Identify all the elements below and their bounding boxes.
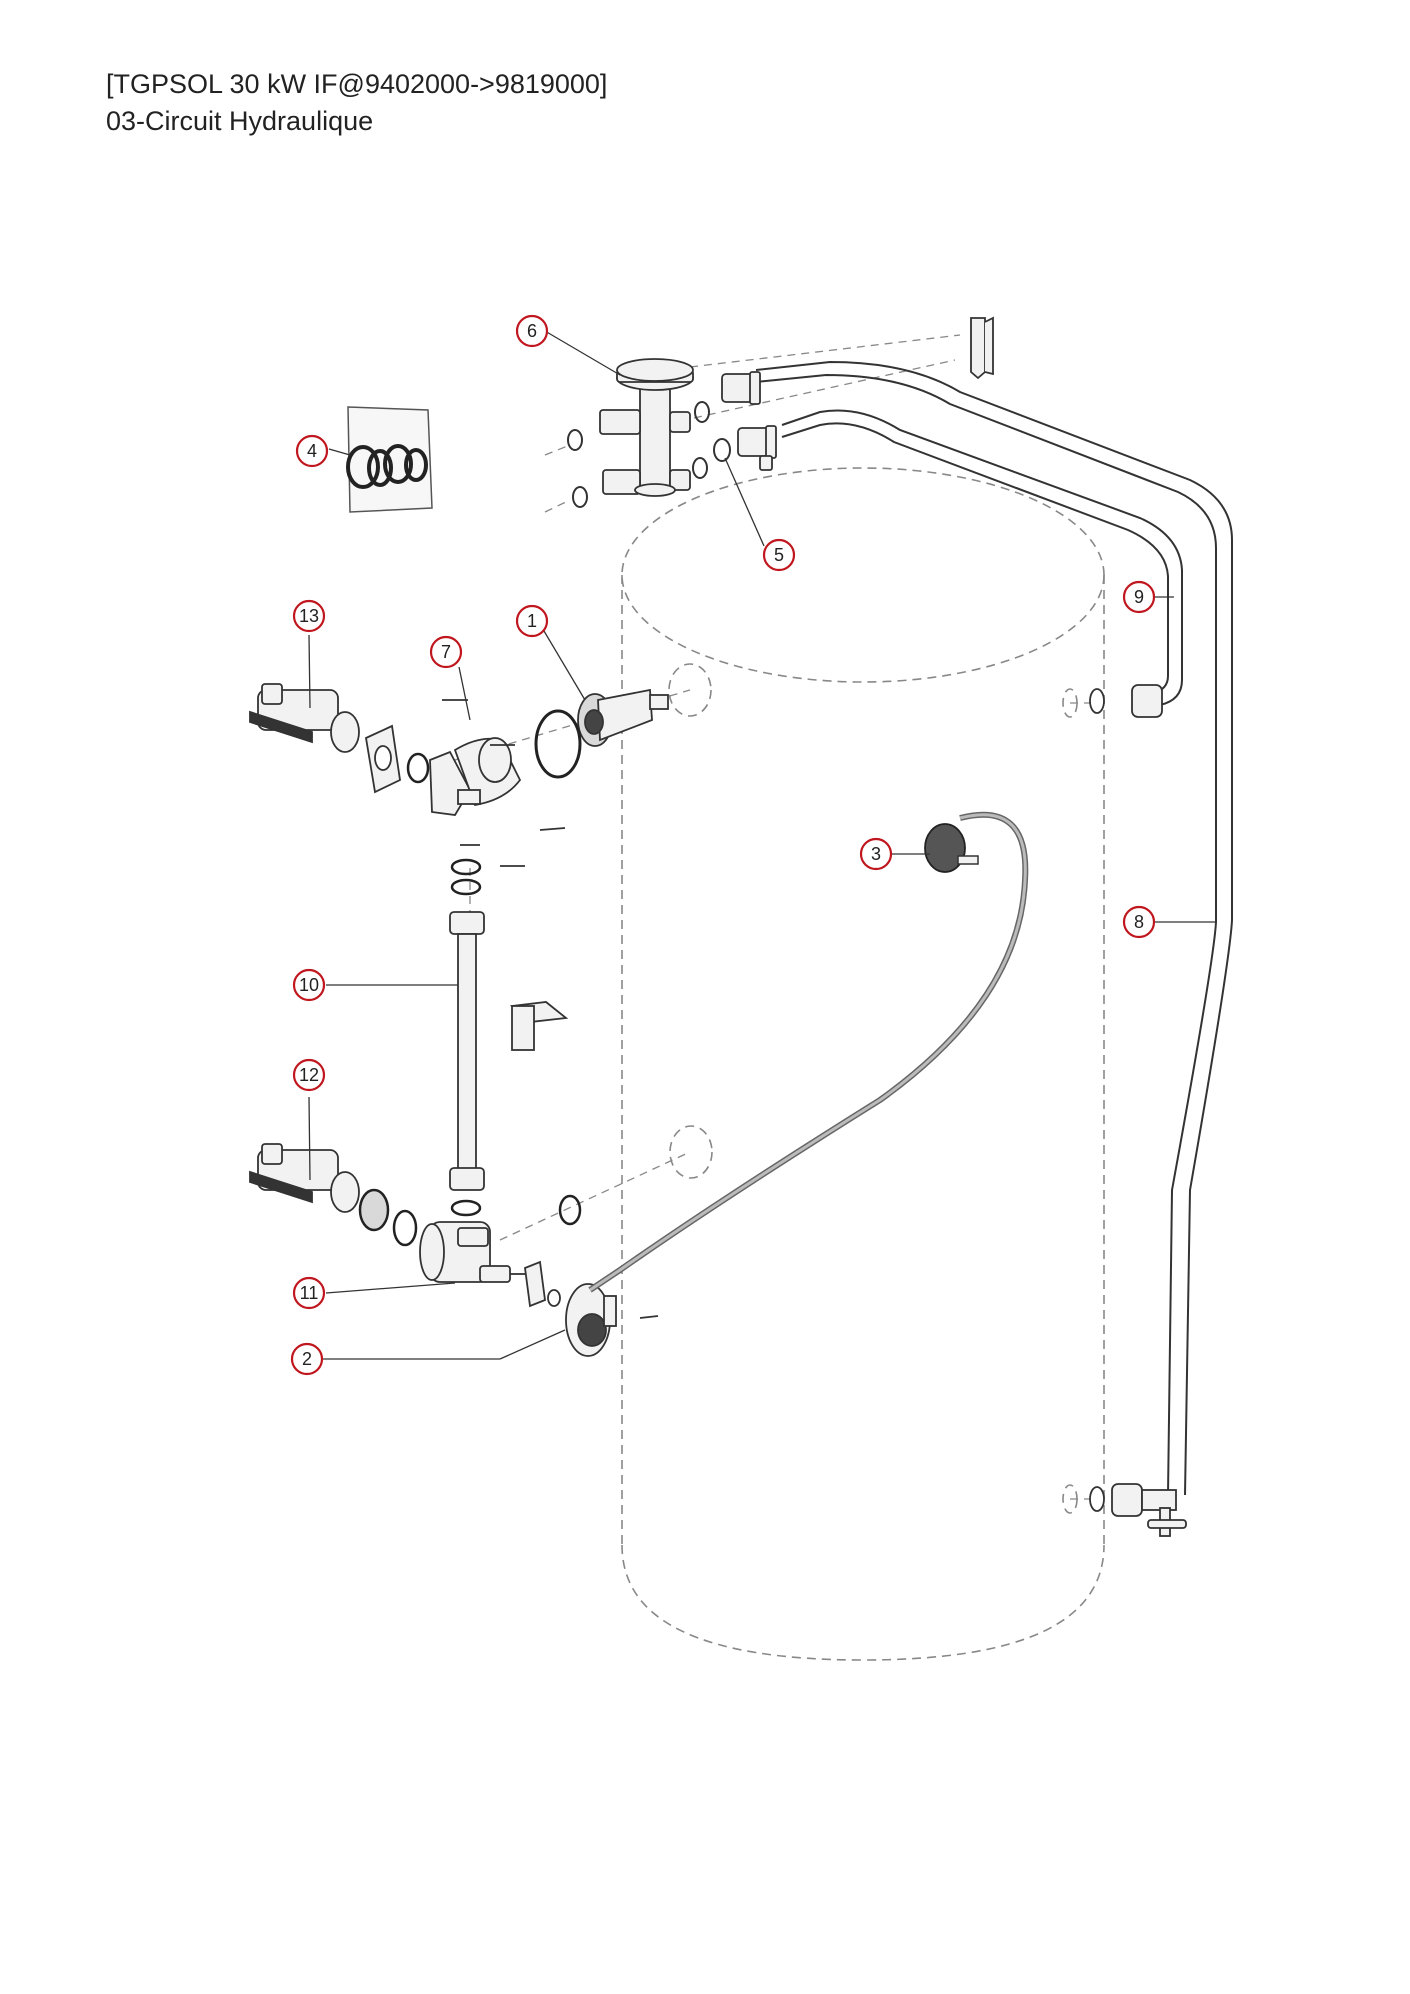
- callout-3: 3: [859, 837, 893, 871]
- callout-7: 7: [429, 635, 463, 669]
- diagram-title: [TGPSOL 30 kW IF@9402000->9819000]: [106, 69, 608, 99]
- part-6-seals: [567, 401, 731, 508]
- part-10-seals: [450, 858, 582, 1226]
- part-6-distributor: [599, 358, 694, 497]
- part-4-seal-kit: [346, 406, 433, 513]
- callout-4-label: 4: [307, 441, 317, 461]
- callout-11: 11: [292, 1276, 326, 1310]
- part-11-tee: [419, 1221, 546, 1308]
- callout-1: 1: [515, 604, 549, 638]
- part-1-gasket: [534, 709, 582, 779]
- pipe-9: [781, 409, 1183, 706]
- callout-10: 10: [292, 968, 326, 1002]
- callout-8-label: 8: [1134, 912, 1144, 932]
- callout-1-label: 1: [527, 611, 537, 631]
- pipe-8: [755, 360, 1233, 1496]
- part-2-thermostat: [547, 1283, 659, 1357]
- part-10-pipe: [449, 911, 485, 1191]
- axis-lines: [454, 334, 1090, 1500]
- part-7-oring: [406, 752, 430, 784]
- callout-13-label: 13: [299, 606, 319, 626]
- callout-9-label: 9: [1134, 587, 1144, 607]
- drain-valve: [1089, 1483, 1187, 1537]
- diagram-subtitle: 03-Circuit Hydraulique: [106, 106, 374, 136]
- callout-9: 9: [1122, 580, 1156, 614]
- part-12-oring: [392, 1209, 418, 1247]
- page-header: [TGPSOL 30 kW IF@9402000->9819000] 03-Ci…: [106, 66, 607, 140]
- part-7-gasket: [364, 724, 401, 794]
- pipe-fittings: [721, 371, 777, 471]
- part-9-fitting: [1089, 684, 1163, 718]
- part-1-element: [577, 688, 669, 747]
- callout-2: 2: [290, 1342, 324, 1376]
- bracket: [509, 1001, 569, 1051]
- part-13-valve: [249, 683, 360, 753]
- part-12-valve: [249, 1143, 360, 1213]
- leader-lines: [308, 330, 1216, 1360]
- callout-13: 13: [292, 599, 326, 633]
- callout-4: 4: [295, 434, 329, 468]
- callout-12: 12: [292, 1058, 326, 1092]
- callout-10-label: 10: [299, 975, 319, 995]
- tank-outline: [621, 467, 1105, 1661]
- pipe-clip: [970, 316, 994, 380]
- callout-5-label: 5: [774, 545, 784, 565]
- part-7-flange: [429, 699, 566, 867]
- callout-7-label: 7: [441, 642, 451, 662]
- callout-6-label: 6: [527, 321, 537, 341]
- part-3-sensor: [588, 811, 1029, 1293]
- callout-6: 6: [515, 314, 549, 348]
- callout-3-label: 3: [871, 844, 881, 864]
- callout-12-label: 12: [299, 1065, 319, 1085]
- part-12-nut: [358, 1188, 390, 1232]
- callout-8: 8: [1122, 905, 1156, 939]
- callout-2-label: 2: [302, 1349, 312, 1369]
- callout-11-label: 11: [300, 1283, 319, 1303]
- callout-5: 5: [762, 538, 796, 572]
